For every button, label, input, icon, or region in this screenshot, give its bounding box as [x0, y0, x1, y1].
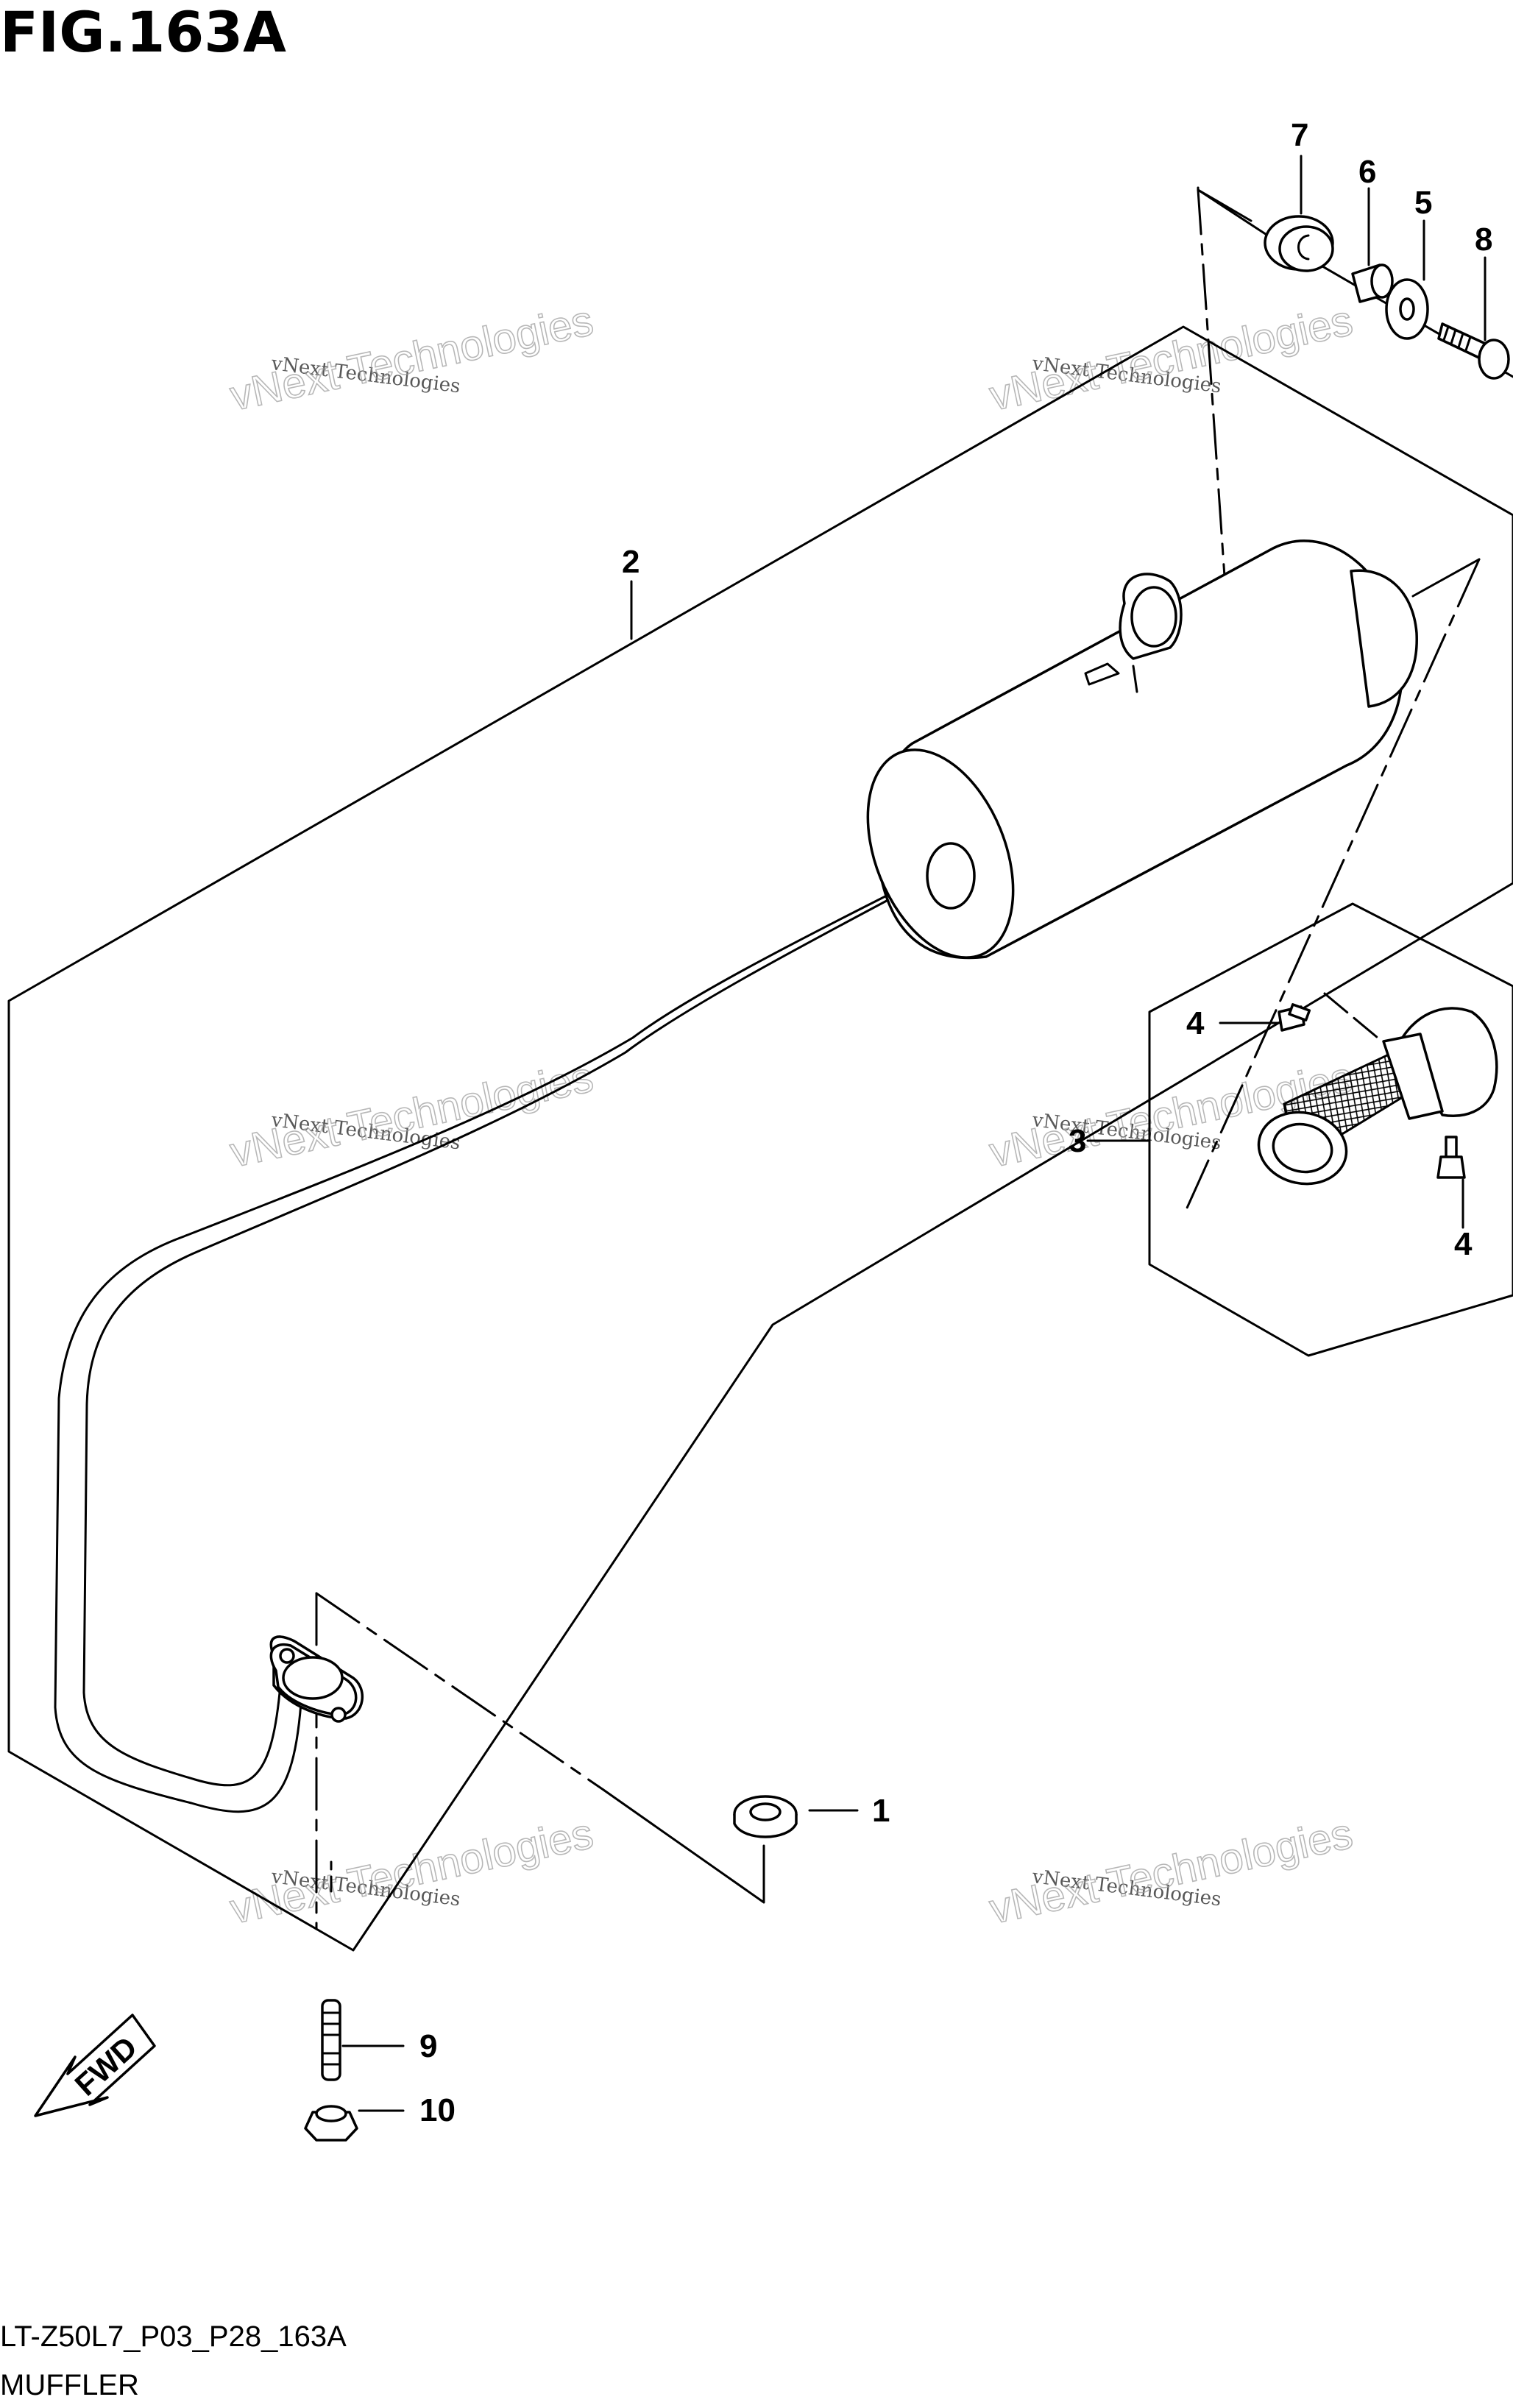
callout-4-lower: 4 [1454, 1226, 1473, 1262]
watermarks: vNext Technologies vNext Technologies vN… [225, 296, 1357, 1934]
stud-bolt [321, 1999, 341, 2081]
callout-2: 2 [622, 544, 639, 580]
callout-7: 7 [1291, 117, 1308, 153]
bolt-upper [1278, 1003, 1311, 1032]
spark-arrester-frame [1148, 902, 1513, 1357]
callout-9: 9 [419, 2028, 437, 2064]
gasket [733, 1795, 798, 1838]
mounting-bolt [1437, 322, 1510, 380]
collar [1351, 263, 1394, 303]
diagram-name: MUFFLER [0, 2369, 139, 2401]
spark-arrester [1257, 1007, 1498, 1186]
nut [304, 2105, 358, 2142]
muffler-body [54, 539, 1418, 1813]
washer [1385, 278, 1429, 340]
callout-1: 1 [872, 1793, 890, 1829]
callout-6: 6 [1358, 154, 1376, 190]
bolt-lower [1436, 1136, 1466, 1179]
callout-4-upper: 4 [1186, 1005, 1205, 1041]
leader-lines [315, 186, 1513, 1930]
assembly-frame [7, 325, 1513, 1952]
figure-title: FIG.163A [0, 0, 286, 65]
callout-3: 3 [1069, 1123, 1086, 1159]
diagram-code: LT-Z50L7_P03_P28_163A [0, 2320, 347, 2353]
forward-arrow: FWD [34, 2014, 156, 2117]
grommet [1264, 215, 1334, 272]
callout-5: 5 [1414, 185, 1432, 221]
callout-10: 10 [419, 2092, 456, 2128]
callout-leaders [341, 155, 1487, 2112]
callout-8: 8 [1475, 222, 1492, 258]
